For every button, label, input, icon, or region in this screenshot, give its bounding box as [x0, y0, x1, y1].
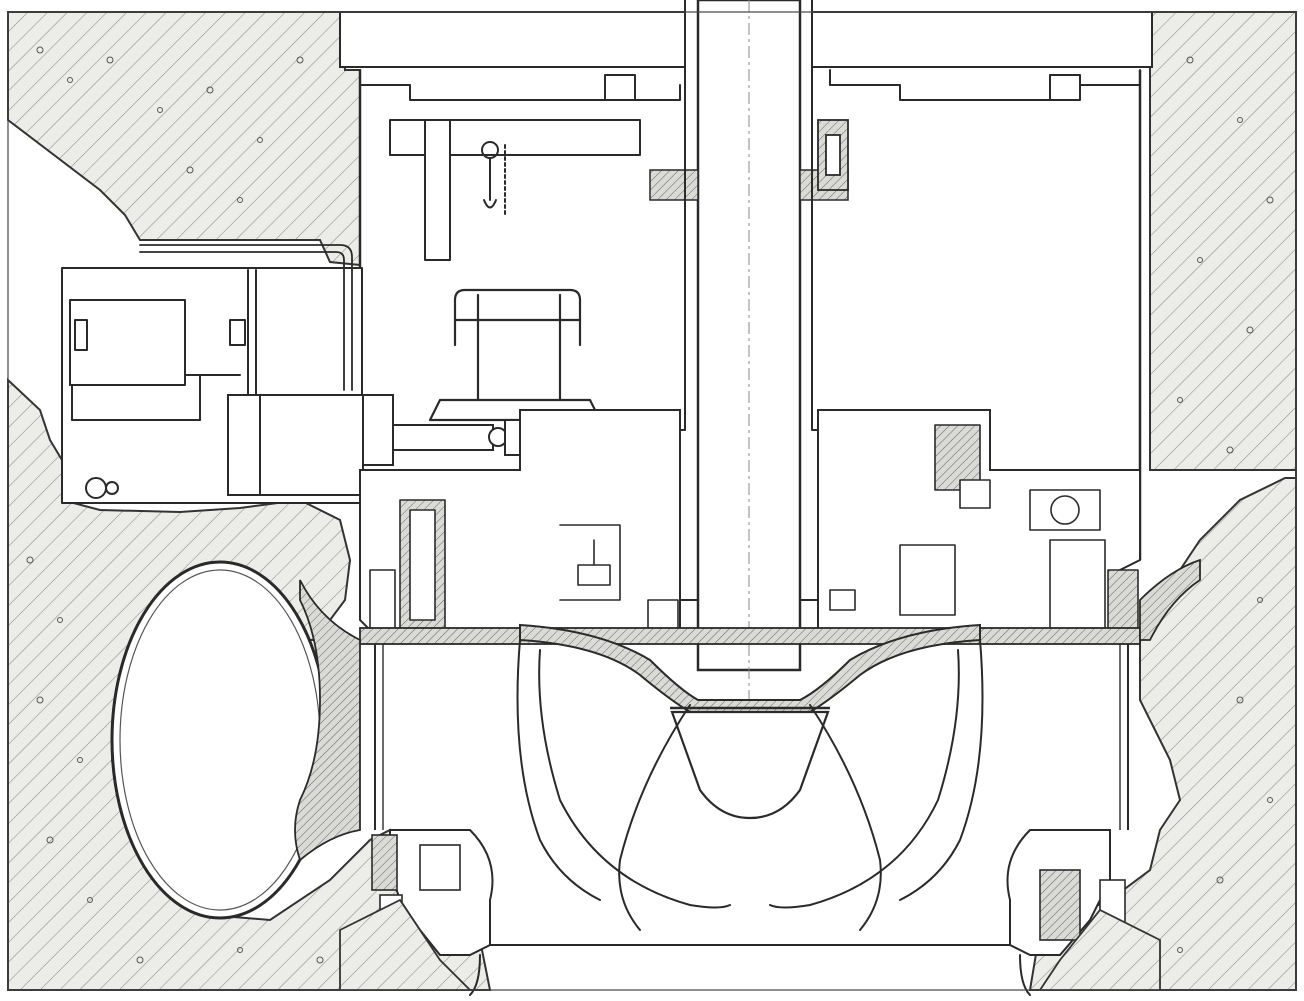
draft-tube-throat: [469, 954, 1031, 996]
generator-floor-beam-right: [811, 11, 1153, 68]
concrete-foundation-left: [7, 11, 361, 267]
concrete-draft-tube-base-right: [1038, 908, 1161, 991]
turbine-cover-details: [369, 424, 1139, 631]
lifting-tackle: [389, 119, 641, 261]
spiral-case-transition-left: [294, 579, 361, 862]
concrete-foundation-right: [1028, 11, 1297, 991]
concrete-draft-tube-base-left: [339, 898, 473, 991]
generator-floor-beam-left: [339, 11, 686, 68]
concrete-aggregate: [26, 46, 1274, 964]
runner-blades: [516, 639, 984, 931]
drawing-frame: [7, 11, 1297, 991]
guide-bearing: [817, 119, 849, 191]
beam-support-brackets: [359, 69, 1141, 101]
runner-cone: [670, 710, 830, 820]
spiral-case-transition-right: [1139, 558, 1201, 641]
runner-crown: [519, 623, 981, 713]
oil-pressure-unit: [61, 267, 363, 504]
spiral-case: [110, 560, 330, 920]
stay-vane-ring-upper: [359, 627, 1141, 645]
